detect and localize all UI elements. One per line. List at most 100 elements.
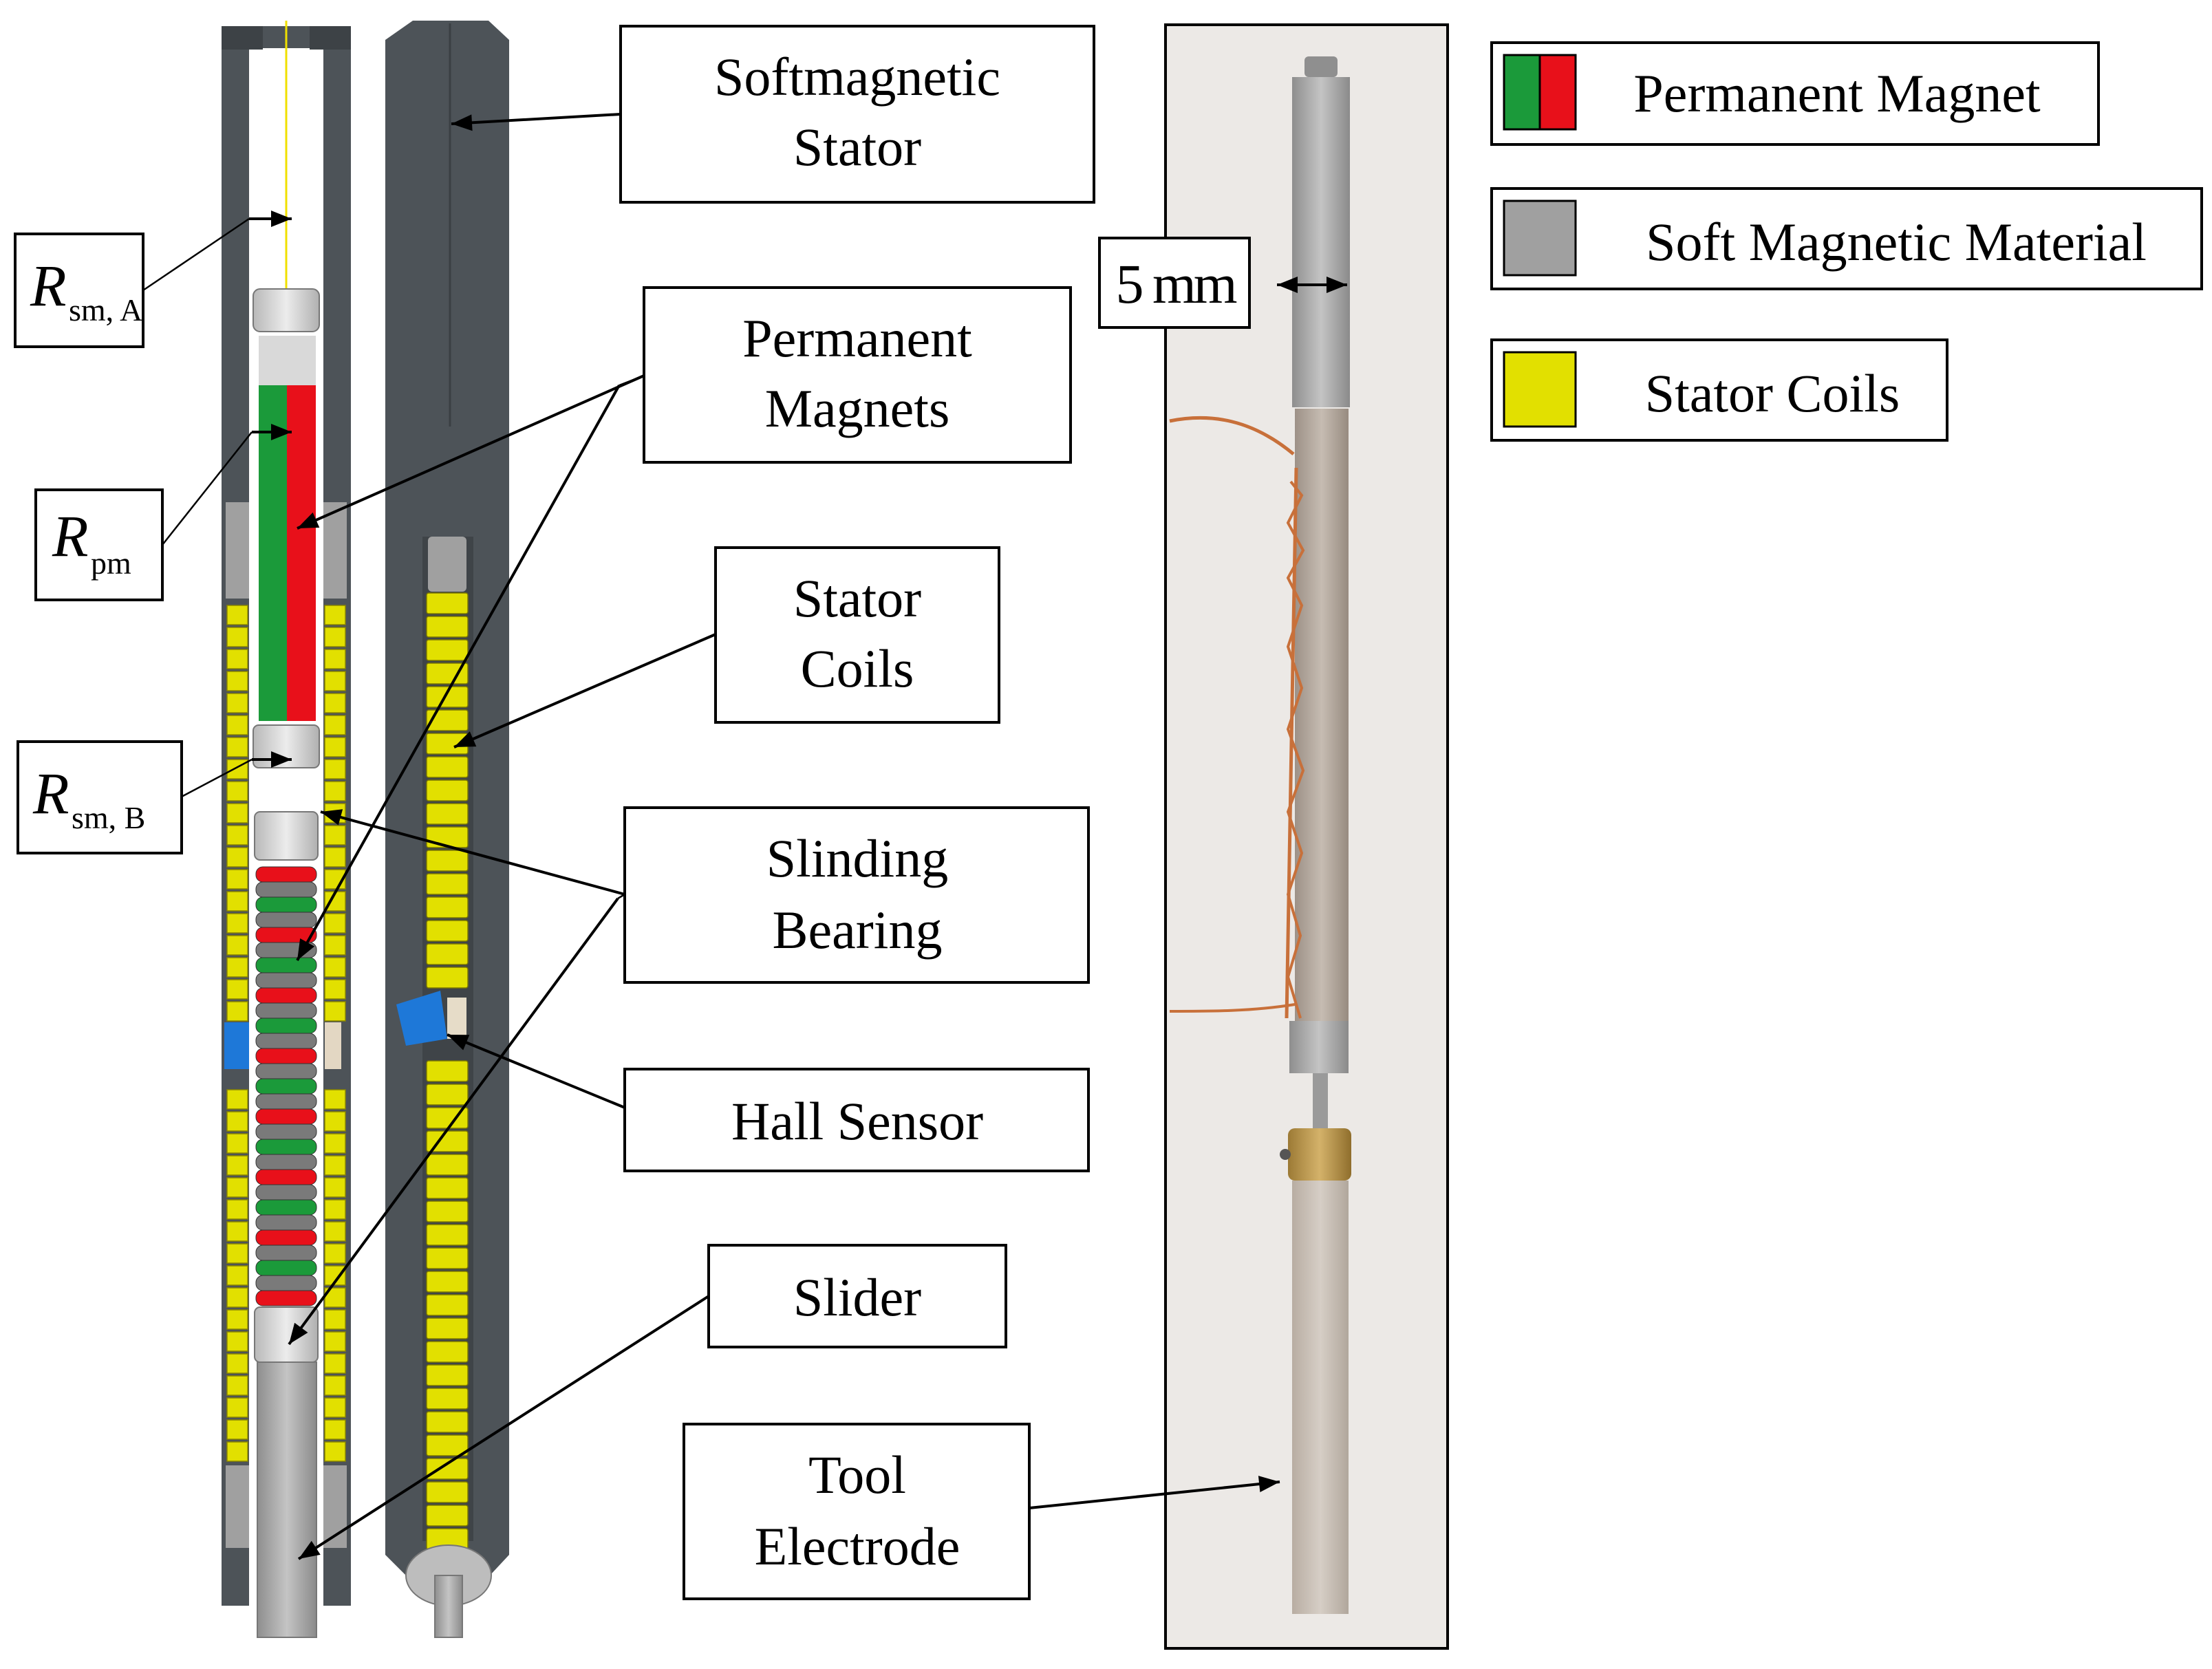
coil-turn xyxy=(324,1177,346,1198)
svg-text:sm, A: sm, A xyxy=(69,292,142,327)
magnet-disc xyxy=(255,1229,317,1246)
soft-magnetic-block xyxy=(226,1465,249,1548)
coil-turn xyxy=(226,935,248,956)
leader-arrow xyxy=(451,113,621,125)
coil-turn xyxy=(226,1001,248,1022)
coil-turn xyxy=(226,1353,248,1374)
coil-turn xyxy=(226,1243,248,1264)
coil-turn xyxy=(226,737,248,757)
coil-turn xyxy=(226,1177,248,1198)
soft-magnetic-block xyxy=(323,502,347,599)
svg-text:Stator Coils: Stator Coils xyxy=(1645,363,1900,423)
legend-swatch-yellow xyxy=(1503,351,1577,428)
hall-sensor-block xyxy=(325,1022,341,1069)
coil-turn xyxy=(426,1271,469,1293)
coil-turn xyxy=(426,1224,469,1246)
photo-brass-collar xyxy=(1288,1128,1351,1181)
coil-turn xyxy=(226,715,248,735)
arrow-head xyxy=(297,938,315,960)
magnet-transition xyxy=(259,336,316,385)
coil-turn xyxy=(226,1287,248,1308)
coil-turn xyxy=(226,1133,248,1154)
svg-text:Slinding: Slinding xyxy=(766,828,948,888)
magnet-disc xyxy=(255,1123,317,1140)
svg-text:Bearing: Bearing xyxy=(773,900,943,960)
svg-text:sm, B: sm, B xyxy=(72,800,145,835)
coil-turn xyxy=(426,1411,469,1433)
coil-turn xyxy=(426,592,469,614)
coil-turn xyxy=(426,943,469,965)
magnet-disc xyxy=(255,1033,317,1049)
label-hall-sensor: Hall Sensor xyxy=(623,1068,1090,1172)
coil-stack-left xyxy=(226,605,248,1462)
arrow-head xyxy=(1258,1476,1280,1493)
legend-item-soft-magnetic-material: Soft Magnetic Material xyxy=(1490,187,2203,290)
magnet-disc xyxy=(255,1275,317,1291)
magnet-disc xyxy=(255,1108,317,1125)
magnet-disc xyxy=(255,972,317,989)
cross-section-view xyxy=(222,21,351,1638)
magnet-disc xyxy=(255,1214,317,1231)
coil-turn xyxy=(426,1434,469,1456)
magnet-disc xyxy=(255,896,317,913)
sliding-bearing xyxy=(254,1306,319,1363)
coil-turn xyxy=(324,693,346,713)
arrow-head xyxy=(447,1035,470,1051)
svg-text:R: R xyxy=(52,503,89,569)
arrow-head xyxy=(289,1322,308,1344)
coil-turn xyxy=(426,1177,469,1199)
coil-turn xyxy=(226,913,248,934)
coil-turn xyxy=(226,671,248,691)
photo-top-cap xyxy=(1304,56,1338,77)
coil-turn xyxy=(426,709,469,731)
arrow-head xyxy=(299,1540,321,1559)
symbol-r-sm-a: R sm, A xyxy=(14,233,144,348)
leader-line xyxy=(162,431,253,546)
arrow-head xyxy=(1277,277,1298,293)
arrow-head xyxy=(271,424,292,440)
coil-turn xyxy=(226,957,248,978)
label-softmagnetic-stator: Softmagnetic Stator xyxy=(619,25,1095,204)
annotation-lines xyxy=(142,113,1347,1560)
slider-rod xyxy=(257,1361,317,1638)
legend-item-permanent-magnet: Permanent Magnet xyxy=(1490,41,2100,146)
svg-text:Electrode: Electrode xyxy=(755,1516,960,1576)
slider-magnet-stack xyxy=(255,866,317,1306)
leader-line xyxy=(142,217,250,292)
coil-turn xyxy=(226,649,248,669)
coil-turn xyxy=(226,1111,248,1132)
leader-line xyxy=(619,374,645,387)
coil-turn xyxy=(324,913,346,934)
coil-turn xyxy=(324,847,346,868)
coil-turn xyxy=(426,1481,469,1503)
coil-turn xyxy=(426,616,469,638)
arrow-head xyxy=(271,211,292,227)
sliding-bearing xyxy=(253,724,320,768)
coil-turn xyxy=(226,891,248,912)
svg-text:Softmagnetic: Softmagnetic xyxy=(714,47,1000,107)
coil-turn xyxy=(324,1397,346,1418)
photo-wire xyxy=(1169,1003,1296,1013)
coil-turn xyxy=(426,1060,469,1082)
hall-sensor-window xyxy=(447,998,466,1039)
arrow-head xyxy=(271,751,292,768)
coil-turn xyxy=(226,1089,248,1110)
photo-wire xyxy=(1169,416,1298,1019)
leader-arrow xyxy=(288,897,619,1346)
leader-arrow xyxy=(296,385,621,961)
coil-turn xyxy=(426,1388,469,1410)
legend-swatch-gray xyxy=(1503,200,1577,277)
magnet-disc xyxy=(255,1245,317,1261)
coil-turn xyxy=(324,1309,346,1330)
coil-stack-exterior xyxy=(426,592,469,1550)
coil-turn xyxy=(226,1265,248,1286)
magnet-disc xyxy=(255,1048,317,1064)
legend-swatch-green xyxy=(1503,54,1541,131)
coil-turn xyxy=(226,1441,248,1462)
leader-arrow xyxy=(1029,1480,1280,1509)
magnet-disc xyxy=(255,987,317,1004)
coil-turn xyxy=(426,1084,469,1106)
magnet-disc xyxy=(255,1260,317,1276)
permanent-magnet-green xyxy=(259,385,287,721)
